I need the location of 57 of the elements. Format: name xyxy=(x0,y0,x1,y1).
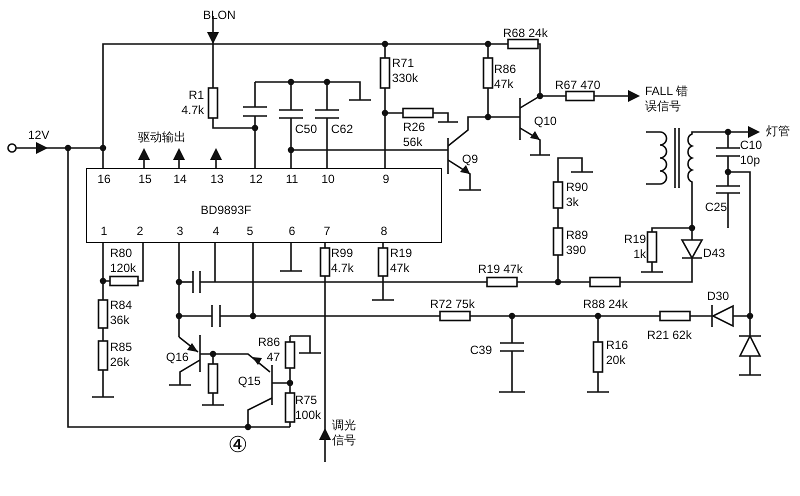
component-label: R86 47k xyxy=(494,62,518,92)
component-label: R19 47k xyxy=(390,246,414,276)
component-label: C62 xyxy=(331,122,354,137)
pin-number: 6 xyxy=(288,224,296,239)
pin-number: 9 xyxy=(382,172,390,187)
component-label: R68 24k xyxy=(503,26,548,41)
component-label: C50 xyxy=(295,122,318,137)
pin-number: 12 xyxy=(249,172,263,187)
component-label: R21 62k xyxy=(647,328,692,343)
component-label: R1 4.7k xyxy=(180,88,204,118)
pin-number: 4 xyxy=(212,224,220,239)
pin-number: 7 xyxy=(324,224,330,239)
component-label: R99 4.7k xyxy=(331,246,355,276)
component-label: R89 390 xyxy=(566,228,590,258)
component-label: R75 100k xyxy=(295,393,322,423)
component-label: Q15 xyxy=(238,374,261,389)
signal-label: 驱动输出 xyxy=(138,130,186,145)
pin-number: 16 xyxy=(97,172,111,187)
component-label: R88 24k xyxy=(583,297,628,312)
component-label: C25 xyxy=(705,200,728,215)
pin-number: 3 xyxy=(176,224,184,239)
component-label: C39 xyxy=(470,343,492,358)
component-label: D30 xyxy=(707,289,730,304)
component-label: Q10 xyxy=(534,114,557,129)
component-label: R16 20k xyxy=(606,338,630,368)
pin-number: 10 xyxy=(321,172,335,187)
signal-label: 灯管 xyxy=(766,124,790,139)
pin-number: 5 xyxy=(246,224,254,239)
pin-number: 14 xyxy=(173,172,187,187)
component-label: R80 120k xyxy=(110,246,138,276)
ic-chip xyxy=(86,168,442,243)
component-label: D43 xyxy=(703,246,726,261)
pin-number: 8 xyxy=(380,224,388,239)
component-label: R72 75k xyxy=(430,297,475,312)
component-label: Q9 xyxy=(462,152,478,167)
component-label: C10 10p xyxy=(740,138,764,168)
component-label: R19 47k xyxy=(478,262,523,277)
signal-label: FALL 错误信号 xyxy=(645,84,689,114)
component-label: R90 3k xyxy=(566,180,590,210)
pin-number: 13 xyxy=(210,172,224,187)
component-label: R19 1k xyxy=(622,232,646,262)
component-label: R84 36k xyxy=(110,298,134,328)
chip-label: BD9893F xyxy=(200,203,252,218)
pin-number: 15 xyxy=(138,172,152,187)
component-label: R71 330k xyxy=(392,56,420,86)
figure-number: ④ xyxy=(228,432,248,458)
component-label: Q16 xyxy=(166,350,189,365)
component-label: R67 470 xyxy=(555,78,600,93)
pin-number: 2 xyxy=(136,224,144,239)
component-label: R85 26k xyxy=(110,340,134,370)
signal-label: BLON xyxy=(203,8,236,23)
component-label: R86 47 xyxy=(256,335,280,365)
pin-number: 11 xyxy=(286,172,298,187)
pin-number: 1 xyxy=(100,224,108,239)
component-label: R26 56k xyxy=(403,120,426,150)
signal-label: 调光信号 xyxy=(332,418,357,448)
signal-label: 12V xyxy=(28,128,50,143)
